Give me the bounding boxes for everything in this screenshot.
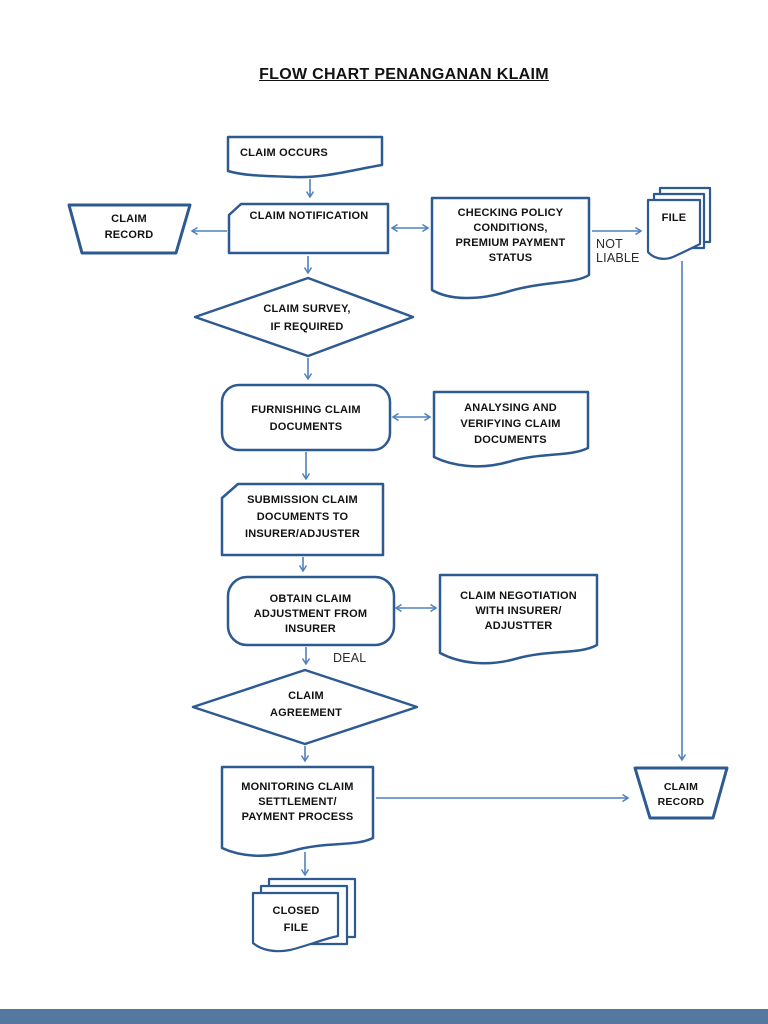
furnishing-rounded-shape bbox=[220, 383, 392, 452]
claim-record-right-label: CLAIM RECORD bbox=[657, 781, 705, 808]
footer-bar bbox=[0, 1009, 768, 1024]
furnishing-label: FURNISHING CLAIM DOCUMENTS bbox=[251, 404, 361, 433]
monitoring-label: MONITORING CLAIM SETTLEMENT/ PAYMENT PRO… bbox=[241, 781, 354, 823]
claim-notification-label: CLAIM NOTIFICATION bbox=[249, 210, 369, 222]
claim-record-left-label: CLAIM RECORD bbox=[104, 213, 154, 241]
checking-policy-document-shape bbox=[430, 196, 591, 300]
closed-file-label: CLOSED FILE bbox=[272, 905, 320, 934]
closed-file-front-page-shape bbox=[251, 891, 340, 953]
claim-survey-diamond-shape bbox=[193, 276, 415, 358]
claim-agreement-label: CLAIM AGREEMENT bbox=[269, 690, 343, 719]
page-title: FLOW CHART PENANGANAN KLAIM bbox=[259, 66, 549, 83]
analysing-label: ANALYSING AND VERIFYING CLAIM DOCUMENTS bbox=[460, 402, 561, 446]
claim-record-right-trapezoid-shape bbox=[633, 766, 729, 820]
obtain-label: OBTAIN CLAIM ADJUSTMENT FROM INSURER bbox=[253, 593, 368, 635]
negotiation-label: CLAIM NEGOTIATION WITH INSURER/ ADJUSTTE… bbox=[460, 590, 577, 632]
negotiation-document-shape bbox=[438, 573, 599, 665]
file-label: FILE bbox=[661, 212, 687, 224]
claim-occurs-label: CLAIM OCCURS bbox=[240, 147, 328, 159]
claim-record-left-trapezoid-shape bbox=[67, 203, 192, 255]
monitoring-document-shape bbox=[220, 765, 375, 857]
submission-card-shape bbox=[220, 482, 385, 557]
submission-label: SUBMISSION CLAIM DOCUMENTS TO INSURER/AD… bbox=[244, 494, 361, 540]
not-liable-edge-label: NOT LIABLE bbox=[596, 237, 640, 265]
checking-policy-label: CHECKING POLICY CONDITIONS, PREMIUM PAYM… bbox=[455, 207, 566, 264]
claim-occurs-document-shape bbox=[226, 135, 384, 179]
claim-survey-label: CLAIM SURVEY, IF REQUIRED bbox=[263, 303, 351, 333]
claim-notification-card-shape bbox=[227, 202, 390, 255]
deal-edge-label: DEAL bbox=[333, 651, 367, 665]
analysing-document-shape bbox=[432, 390, 590, 468]
claim-agreement-diamond-shape bbox=[191, 668, 419, 746]
file-front-page-shape bbox=[646, 198, 702, 260]
obtain-rounded-shape bbox=[226, 575, 396, 647]
